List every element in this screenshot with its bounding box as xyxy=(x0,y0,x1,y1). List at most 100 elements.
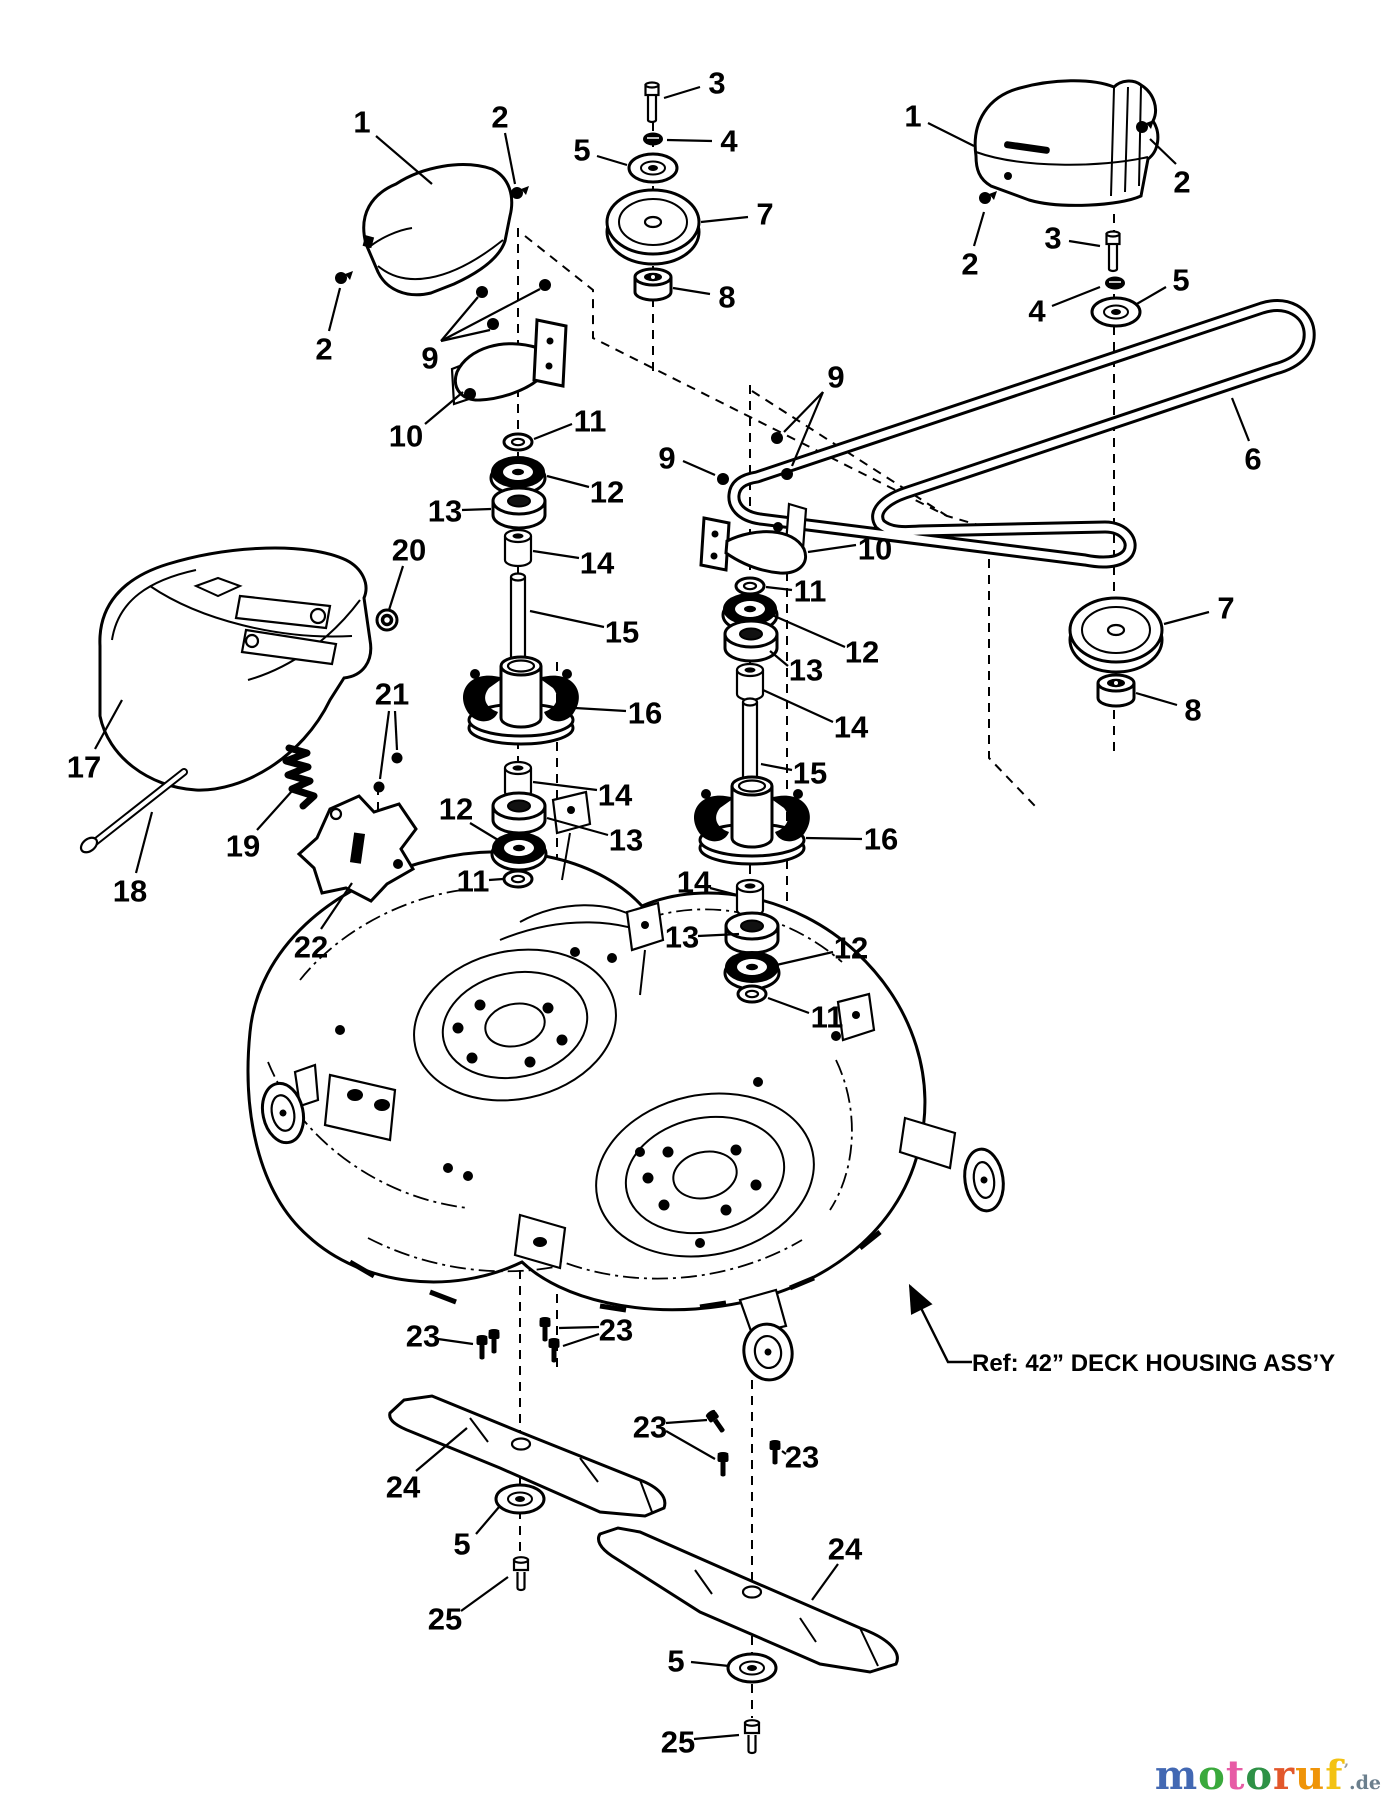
leader-line xyxy=(378,710,391,780)
leader-line xyxy=(393,710,399,751)
leader-line xyxy=(672,286,711,296)
part-callout-5: 5 xyxy=(573,133,590,168)
spindle-washer xyxy=(502,869,534,889)
part-callout-12: 12 xyxy=(590,475,624,510)
leader-line xyxy=(532,549,580,560)
rivet xyxy=(781,468,793,480)
leader-line xyxy=(1135,691,1178,707)
part-callout-9: 9 xyxy=(658,441,675,476)
spacer xyxy=(735,662,765,702)
leader-line xyxy=(320,882,353,930)
leader-line xyxy=(811,1563,839,1601)
leader-line xyxy=(769,650,789,667)
bearing-sleeve xyxy=(491,791,547,835)
part-callout-10: 10 xyxy=(389,419,423,454)
leader-line xyxy=(574,706,627,713)
bearing-sleeve xyxy=(723,619,779,663)
hex-bolt xyxy=(644,81,660,124)
hinge-rod xyxy=(79,768,188,854)
hex-bolt xyxy=(1105,230,1121,273)
part-callout-6: 6 xyxy=(1244,442,1261,477)
rivet xyxy=(487,318,499,330)
deck-bolt-holes xyxy=(335,947,841,1248)
part-callout-16: 16 xyxy=(628,696,662,731)
leader-line xyxy=(327,287,342,332)
blade-bolt xyxy=(743,1719,761,1755)
parts-layer xyxy=(79,79,1316,1755)
leader-line xyxy=(1134,286,1167,306)
mower-blade xyxy=(597,1526,899,1674)
part-callout-14: 14 xyxy=(598,778,633,813)
part-callout-4: 4 xyxy=(720,124,738,159)
leader-line xyxy=(762,688,834,724)
leader-line xyxy=(532,780,598,792)
leader-line xyxy=(1149,138,1177,165)
leader-line xyxy=(134,811,154,874)
leader-line xyxy=(475,1506,500,1535)
leader-line xyxy=(765,585,793,592)
leader-line xyxy=(546,816,609,837)
leader-line xyxy=(690,1660,730,1668)
spindle-shaft xyxy=(509,572,527,664)
part-callout-4: 4 xyxy=(1028,294,1046,329)
leader-line xyxy=(665,1430,716,1460)
part-callout-2: 2 xyxy=(315,332,332,367)
leader-line xyxy=(709,886,738,897)
watermark-letter: r xyxy=(1273,1752,1296,1799)
part-callout-11: 11 xyxy=(457,864,490,899)
motoruf-watermark: motoruf’.de xyxy=(1155,1756,1381,1796)
watermark-tick: ’ xyxy=(1343,1760,1349,1779)
deck-hanger-bracket xyxy=(836,992,876,1042)
deck-mount-bracket xyxy=(513,1213,567,1270)
part-callout-9: 9 xyxy=(421,341,438,376)
part-callout-12: 12 xyxy=(834,931,868,966)
part-callout-23: 23 xyxy=(633,1410,667,1445)
part-callout-5: 5 xyxy=(1172,263,1189,298)
bearing xyxy=(490,830,548,872)
deck-screw xyxy=(717,1452,729,1477)
idler-pulley xyxy=(1068,596,1164,674)
pin xyxy=(391,752,403,764)
left-belt-cover xyxy=(362,163,514,297)
callout-layer: 1223457891020211718192211121314151614131… xyxy=(67,66,1262,1760)
part-callout-9: 9 xyxy=(827,360,844,395)
lock-nut xyxy=(642,131,664,147)
leader-line xyxy=(562,1332,600,1348)
part-callout-19: 19 xyxy=(226,829,260,864)
leader-line xyxy=(807,543,857,554)
blade-washer xyxy=(726,1652,778,1684)
leader-line xyxy=(437,1337,474,1346)
leader-line xyxy=(663,85,701,100)
watermark-letter: u xyxy=(1295,1752,1326,1799)
bearing-sleeve xyxy=(491,486,547,530)
part-callout-3: 3 xyxy=(1044,221,1061,256)
leader-line xyxy=(700,215,749,224)
part-callout-23: 23 xyxy=(599,1313,633,1348)
part-callout-7: 7 xyxy=(1217,591,1234,626)
leader-line xyxy=(783,391,824,433)
ref-leader-arrow xyxy=(908,1283,972,1364)
blade-bolt xyxy=(512,1556,530,1592)
leader-line xyxy=(666,138,713,143)
part-callout-5: 5 xyxy=(453,1527,470,1562)
leader-line xyxy=(94,699,123,750)
bearing xyxy=(723,949,781,991)
part-callout-14: 14 xyxy=(677,865,712,900)
part-callout-20: 20 xyxy=(392,533,426,568)
part-callout-24: 24 xyxy=(828,1532,863,1567)
leader-line xyxy=(665,1418,708,1425)
part-callout-13: 13 xyxy=(665,920,699,955)
part-callout-14: 14 xyxy=(834,710,869,745)
right-belt-cover xyxy=(973,79,1160,207)
watermark-letter: o xyxy=(1245,1752,1274,1799)
part-callout-13: 13 xyxy=(428,494,462,529)
part-callout-14: 14 xyxy=(580,546,615,581)
leader-line xyxy=(469,822,504,844)
leader-line xyxy=(461,507,492,512)
rivet xyxy=(771,432,783,444)
right-idler-bracket xyxy=(699,502,808,575)
part-callout-15: 15 xyxy=(605,615,639,650)
left-spindle-ring xyxy=(413,948,617,1102)
part-callout-3: 3 xyxy=(708,66,725,101)
deck-screw xyxy=(769,1440,781,1465)
